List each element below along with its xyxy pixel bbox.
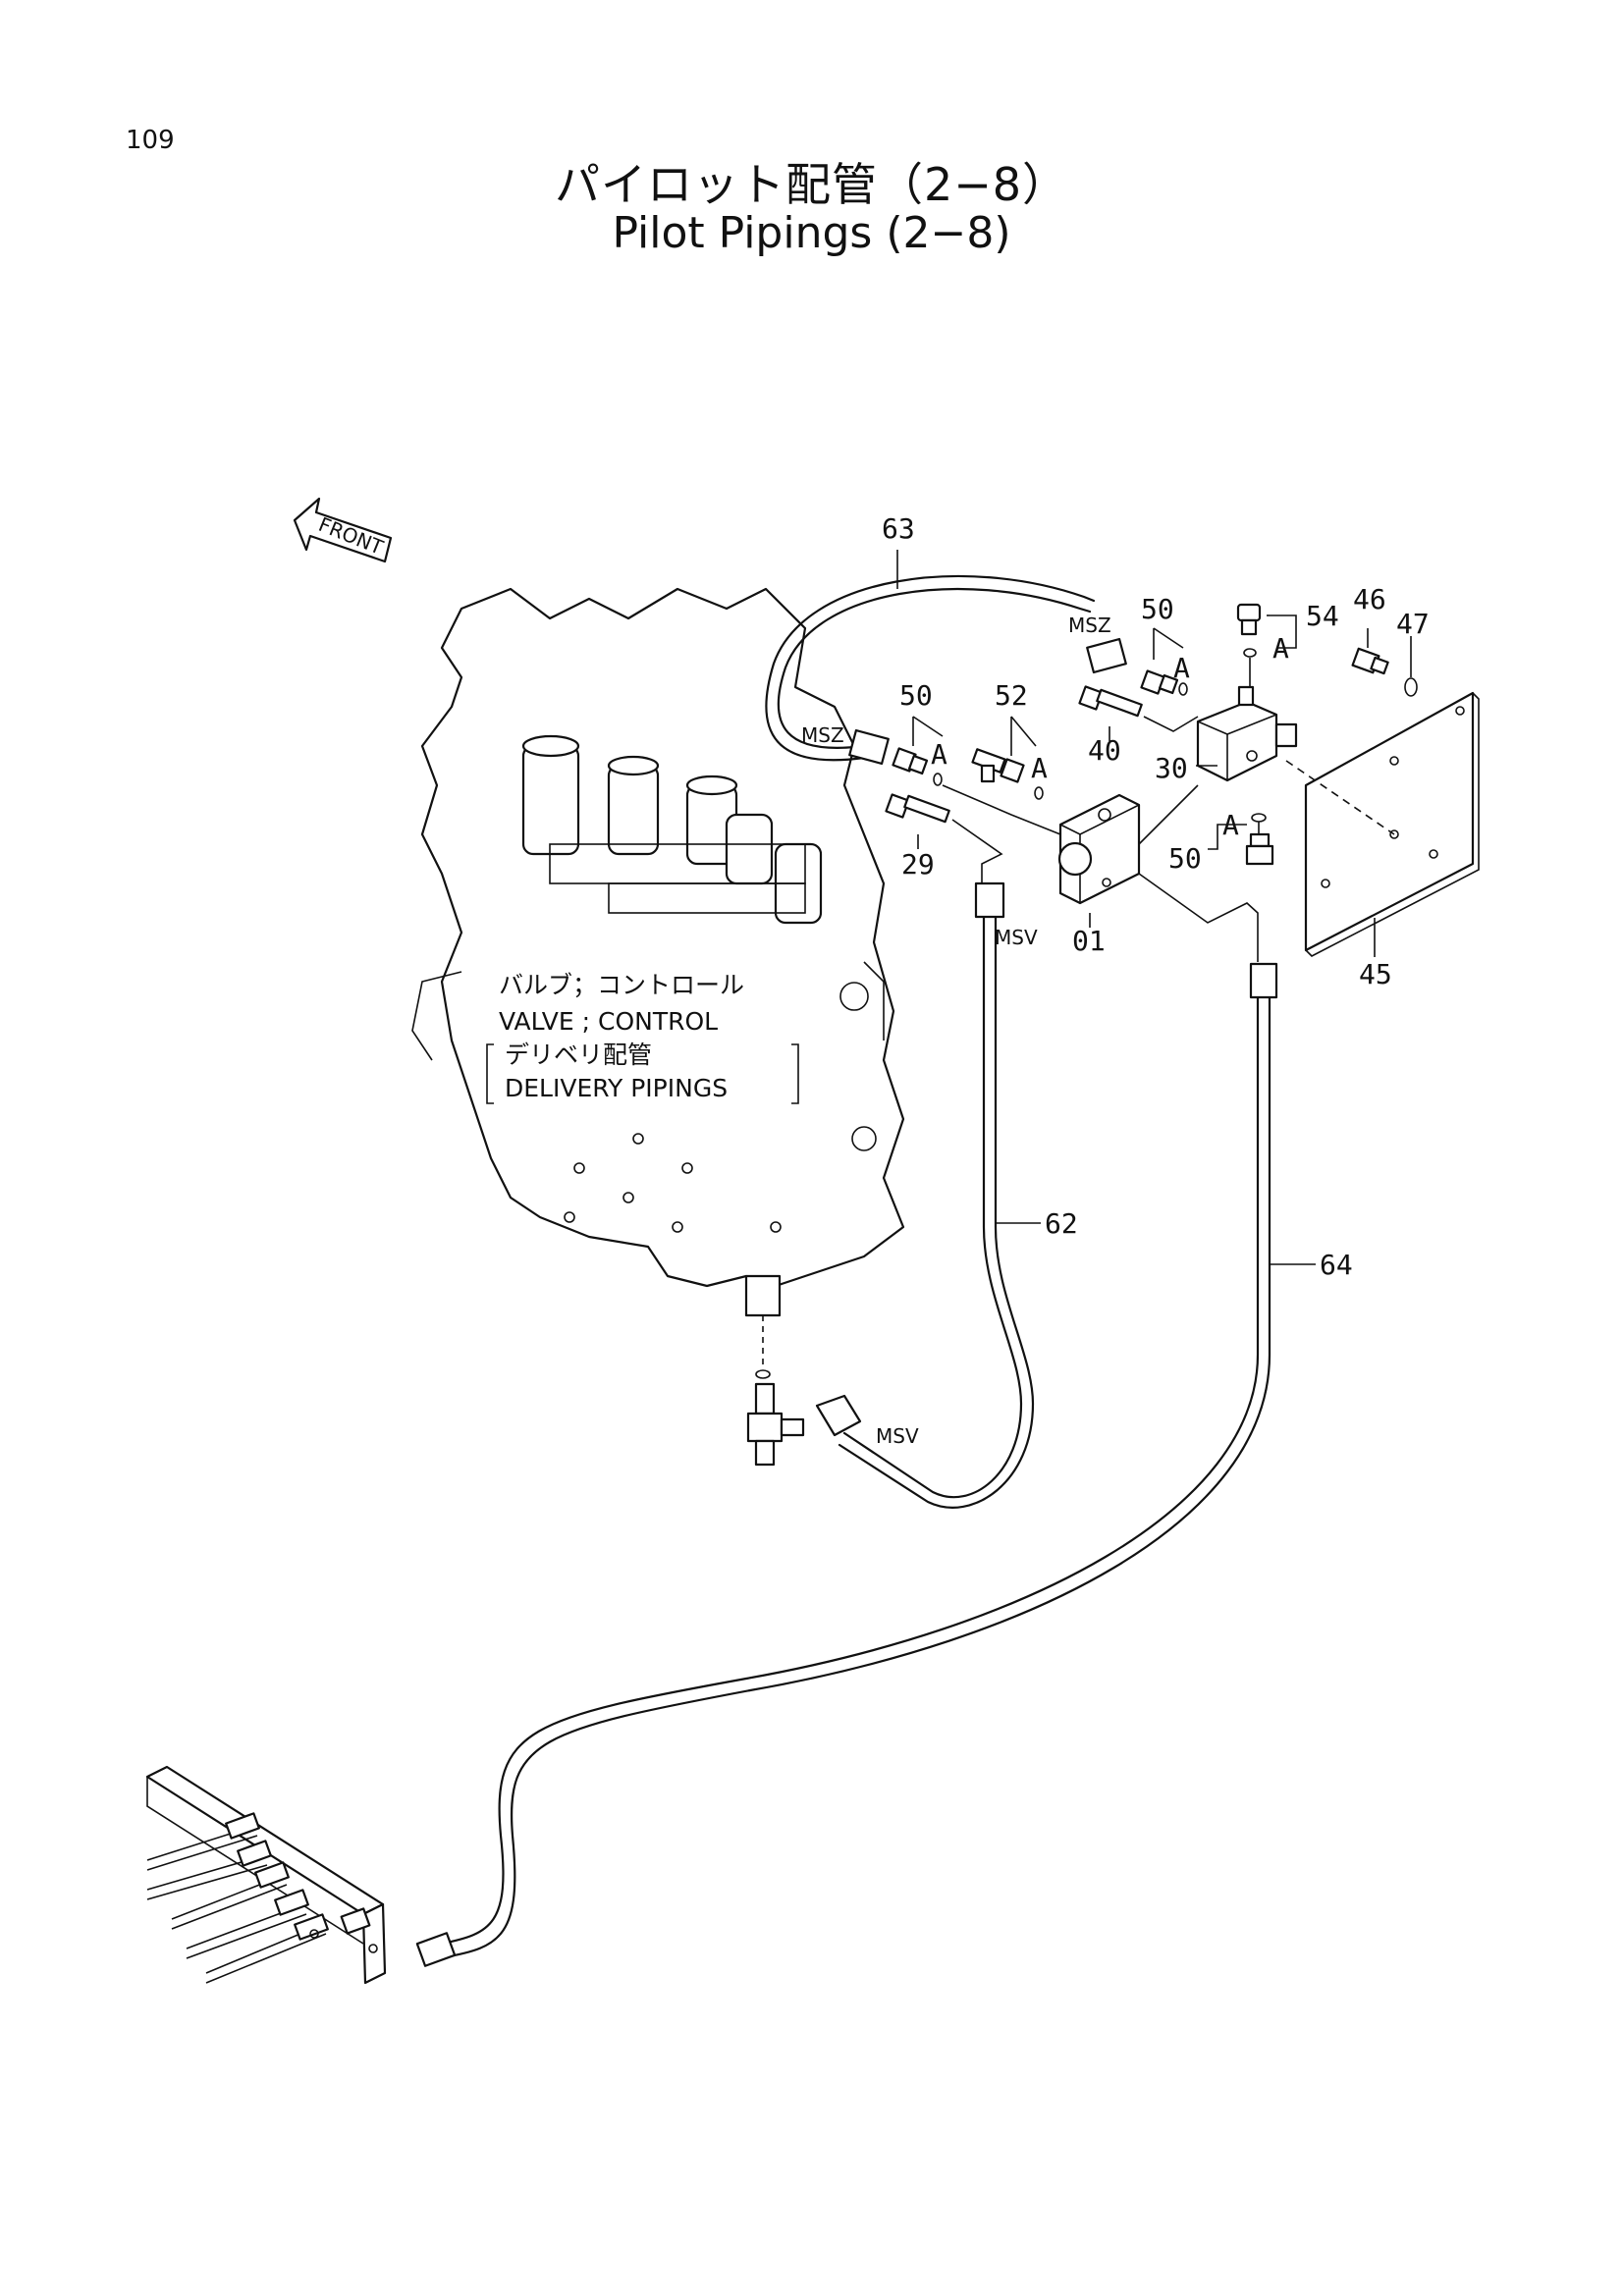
hose-62 xyxy=(842,897,1023,1499)
plate-45 xyxy=(1304,691,1480,957)
callout-46: 46 xyxy=(1353,583,1386,615)
callout-62: 62 xyxy=(1045,1207,1078,1240)
callout-29: 29 xyxy=(901,848,935,881)
valve-note: バルブ；コントロール VALVE ; CONTROL デリベリ配管 DELIVE… xyxy=(486,971,799,1104)
control-valve-body xyxy=(411,587,905,1379)
port-label-msz-upper: MSZ xyxy=(1068,614,1111,637)
block-01 xyxy=(1057,793,1141,905)
callout-45: 45 xyxy=(1359,958,1392,990)
fitting-msz-left xyxy=(848,728,890,766)
callout-50-mid: 50 xyxy=(899,679,933,712)
note-line2: VALVE ; CONTROL xyxy=(499,1007,718,1036)
bolt-29 xyxy=(885,793,950,824)
callout-54: 54 xyxy=(1306,600,1339,632)
tee-fitting: MSV xyxy=(746,1382,919,1467)
tee-52 xyxy=(971,748,1044,800)
page-title-english: Pilot Pipings (2−8) xyxy=(612,208,1011,258)
ring-47 xyxy=(1404,677,1418,697)
detail-mark-a3: A xyxy=(931,738,947,771)
callout-47: 47 xyxy=(1396,608,1430,640)
valve-30 xyxy=(1196,685,1298,782)
callout-64: 64 xyxy=(1320,1249,1353,1281)
port-label-msv-upper: MSV xyxy=(995,926,1038,949)
fitting-msz-upper xyxy=(1086,637,1127,674)
detail-mark-a5: A xyxy=(1222,809,1239,841)
port-label-msz-left: MSZ xyxy=(801,723,844,747)
detail-mark-a2: A xyxy=(1272,632,1289,665)
callout-63: 63 xyxy=(882,512,915,545)
callout-52: 52 xyxy=(995,679,1028,712)
fitting-50-lower xyxy=(1245,813,1274,866)
hose-64 xyxy=(440,980,1260,1946)
front-label: FRONT xyxy=(315,512,387,560)
port-label-msv-lower: MSV xyxy=(876,1424,919,1448)
fitting-50-upper xyxy=(1140,669,1188,696)
manifold-bracket xyxy=(145,1765,387,1985)
callout-01: 01 xyxy=(1072,925,1106,957)
note-line4: DELIVERY PIPINGS xyxy=(505,1074,728,1102)
detail-mark-a1: A xyxy=(1173,652,1190,684)
bolt-40 xyxy=(1078,685,1143,718)
detail-mark-a4: A xyxy=(1031,752,1048,784)
page-number: 109 xyxy=(126,126,175,155)
plug-54 xyxy=(1236,603,1262,658)
note-line3: デリベリ配管 xyxy=(505,1041,652,1069)
note-line1: バルブ；コントロール xyxy=(499,971,744,999)
callout-40: 40 xyxy=(1088,734,1121,767)
fitting-msv-upper xyxy=(974,881,1005,919)
plug-46 xyxy=(1351,647,1389,675)
fitting-64-lower xyxy=(415,1932,457,1967)
fitting-64-upper xyxy=(1249,962,1278,999)
hose-63 xyxy=(777,587,1092,749)
callout-50-upper: 50 xyxy=(1141,593,1174,625)
fitting-50-mid xyxy=(892,747,943,786)
callout-30: 30 xyxy=(1155,752,1188,784)
page-title-japanese: パイロット配管（2−8） xyxy=(554,158,1069,211)
callout-50-lower: 50 xyxy=(1168,842,1202,875)
front-arrow-icon: FRONT xyxy=(293,497,393,563)
